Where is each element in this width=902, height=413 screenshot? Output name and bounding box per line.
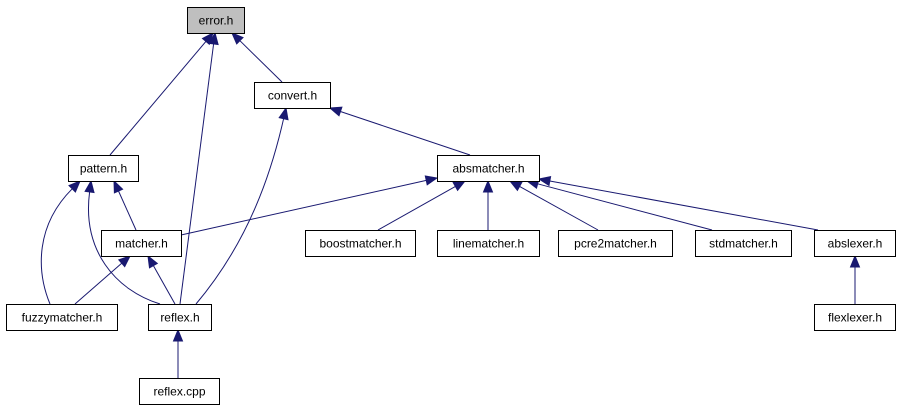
node-label: linematcher.h bbox=[453, 237, 524, 251]
edge-line bbox=[109, 41, 207, 156]
arrowhead bbox=[452, 180, 467, 192]
edge-reflexh-to-error bbox=[179, 31, 219, 305]
edge-line bbox=[74, 262, 123, 305]
node-reflexcpp[interactable]: reflex.cpp bbox=[139, 378, 220, 405]
edge-line bbox=[340, 111, 471, 156]
arrowhead bbox=[147, 254, 159, 269]
edge-flexlexer-to-abslexer bbox=[849, 254, 861, 304]
edge-fuzzymatcher-to-matcher bbox=[74, 255, 131, 305]
node-flexlexer[interactable]: flexlexer.h bbox=[814, 304, 896, 331]
arrowhead bbox=[537, 175, 552, 187]
node-linematcher[interactable]: linematcher.h bbox=[437, 230, 540, 257]
node-label: convert.h bbox=[268, 89, 317, 103]
edge-absmatcher-to-convert bbox=[328, 106, 471, 156]
edge-fuzzymatcher-to-pattern bbox=[40, 180, 81, 305]
node-box bbox=[101, 230, 182, 257]
node-label: fuzzymatcher.h bbox=[22, 311, 103, 325]
edge-reflexh-to-convert bbox=[195, 106, 289, 305]
node-label: pattern.h bbox=[80, 162, 127, 176]
node-box bbox=[437, 155, 540, 182]
arrowhead bbox=[278, 106, 289, 121]
node-label: matcher.h bbox=[115, 237, 168, 251]
edge-line bbox=[40, 188, 73, 305]
arrowhead bbox=[508, 180, 523, 192]
node-boostmatcher[interactable]: boostmatcher.h bbox=[305, 230, 416, 257]
node-box bbox=[254, 82, 331, 109]
edge-reflexcpp-to-reflexh bbox=[172, 328, 184, 378]
edge-line bbox=[88, 191, 161, 305]
node-matcher[interactable]: matcher.h bbox=[101, 230, 182, 257]
node-label: absmatcher.h bbox=[452, 162, 524, 176]
node-fuzzymatcher[interactable]: fuzzymatcher.h bbox=[6, 304, 118, 331]
node-label: flexlexer.h bbox=[828, 311, 882, 325]
node-box bbox=[695, 230, 792, 257]
node-box bbox=[814, 304, 896, 331]
edge-line bbox=[118, 190, 137, 231]
node-label: stdmatcher.h bbox=[709, 237, 778, 251]
arrowhead bbox=[424, 175, 439, 186]
arrowhead bbox=[208, 31, 219, 46]
node-box bbox=[187, 7, 245, 34]
edge-matcher-to-pattern bbox=[113, 179, 137, 231]
node-convert[interactable]: convert.h bbox=[254, 82, 331, 109]
node-box bbox=[148, 304, 212, 331]
arrowhead bbox=[172, 328, 184, 342]
arrowhead bbox=[328, 106, 343, 117]
arrowhead bbox=[482, 179, 494, 193]
edge-pattern-to-error bbox=[109, 31, 214, 156]
node-label: reflex.h bbox=[160, 311, 199, 325]
node-absmatcher[interactable]: absmatcher.h bbox=[437, 155, 540, 182]
edge-linematcher-to-absmatcher bbox=[482, 179, 494, 230]
edge-line bbox=[180, 179, 427, 236]
arrowhead bbox=[84, 179, 95, 194]
node-box bbox=[68, 155, 139, 182]
edge-line bbox=[195, 118, 285, 305]
arrowhead bbox=[117, 255, 131, 268]
edge-stdmatcher-to-absmatcher bbox=[525, 178, 713, 231]
node-label: boostmatcher.h bbox=[319, 237, 401, 251]
node-box bbox=[437, 230, 540, 257]
node-box bbox=[558, 230, 673, 257]
edge-line bbox=[179, 43, 215, 305]
node-box bbox=[6, 304, 118, 331]
node-abslexer[interactable]: abslexer.h bbox=[814, 230, 896, 257]
arrowhead bbox=[849, 254, 861, 268]
node-box bbox=[139, 378, 220, 405]
node-pcre2matcher[interactable]: pcre2matcher.h bbox=[558, 230, 673, 257]
edge-line bbox=[152, 265, 176, 305]
node-error[interactable]: error.h bbox=[187, 7, 245, 34]
graph-nodes: error.h pattern.h convert.h absmatcher.h mat… bbox=[6, 7, 896, 405]
edge-matcher-to-absmatcher bbox=[180, 175, 439, 236]
arrowhead bbox=[113, 179, 124, 194]
node-reflexh[interactable]: reflex.h bbox=[148, 304, 212, 331]
edge-reflexh-to-matcher bbox=[147, 254, 176, 305]
edge-reflexh-to-pattern bbox=[84, 179, 161, 305]
node-label: error.h bbox=[199, 14, 234, 28]
edge-abslexer-to-absmatcher bbox=[537, 175, 819, 231]
node-label: abslexer.h bbox=[828, 237, 883, 251]
arrowhead bbox=[201, 31, 214, 46]
edge-convert-to-error bbox=[231, 32, 283, 83]
edge-line bbox=[519, 185, 599, 231]
node-label: pcre2matcher.h bbox=[574, 237, 657, 251]
node-stdmatcher[interactable]: stdmatcher.h bbox=[695, 230, 792, 257]
edge-line bbox=[549, 180, 819, 231]
node-box bbox=[305, 230, 416, 257]
node-pattern[interactable]: pattern.h bbox=[68, 155, 139, 182]
arrowhead bbox=[231, 32, 244, 45]
edge-line bbox=[537, 183, 713, 231]
arrowhead bbox=[68, 180, 81, 193]
node-label: reflex.cpp bbox=[153, 385, 205, 399]
edge-line bbox=[239, 40, 283, 83]
node-box bbox=[814, 230, 896, 257]
edge-line bbox=[377, 185, 456, 231]
